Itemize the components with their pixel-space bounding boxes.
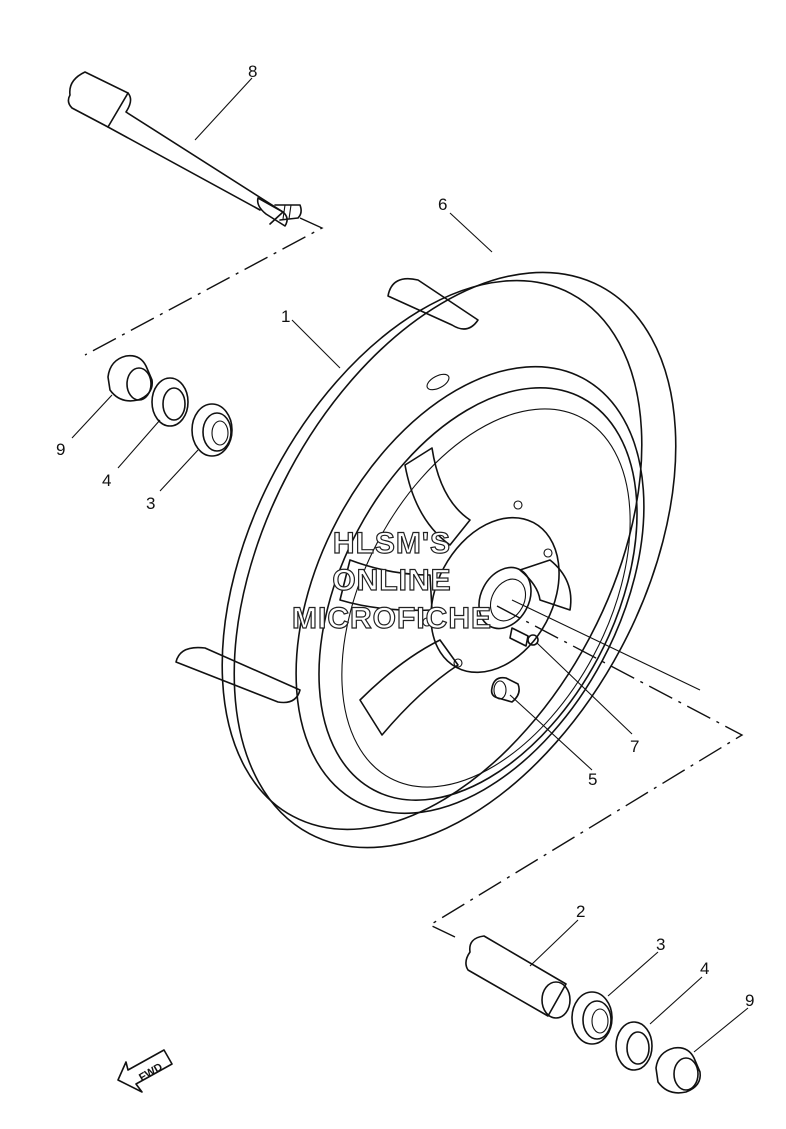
part-axle [67, 71, 302, 227]
fwd-direction-arrow: FWD [117, 1049, 173, 1093]
callout-4-right: 4 [700, 959, 709, 978]
fwd-label: FWD [137, 1061, 165, 1084]
part-collar-left [107, 354, 154, 402]
part-bearing-right [571, 991, 613, 1045]
watermark-line-1: HLSM'S [333, 527, 451, 560]
axis-line-lower [428, 605, 744, 938]
callout-9-left: 9 [56, 440, 65, 459]
watermark-line-3: MICROFICHE [292, 602, 492, 635]
callout-2: 2 [576, 902, 585, 921]
part-oil-seal-left [151, 377, 189, 427]
axis-line-upper [84, 217, 324, 356]
callout-numbers: 8 6 1 9 4 3 7 5 2 3 4 9 [56, 62, 754, 1010]
callout-1: 1 [281, 307, 290, 326]
part-bearing-left [191, 403, 233, 457]
part-collar-right [655, 1046, 702, 1094]
watermark: HLSM'S ONLINE MICROFICHE [291, 526, 492, 635]
watermark-line-2: ONLINE [332, 564, 451, 597]
callout-9-right: 9 [745, 991, 754, 1010]
callout-8: 8 [248, 62, 257, 81]
callout-6: 6 [438, 195, 447, 214]
part-balance-weight [490, 676, 520, 703]
part-spacer [465, 935, 571, 1019]
callout-3-right: 3 [656, 935, 665, 954]
leader-lines [71, 77, 749, 1053]
part-wheel-rim [295, 365, 645, 815]
callout-3-left: 3 [146, 494, 155, 513]
callout-4-left: 4 [102, 471, 111, 490]
part-oil-seal-right [615, 1021, 653, 1071]
part-valve [509, 627, 539, 647]
callout-7: 7 [630, 737, 639, 756]
callout-5: 5 [588, 770, 597, 789]
part-tire [175, 271, 677, 849]
